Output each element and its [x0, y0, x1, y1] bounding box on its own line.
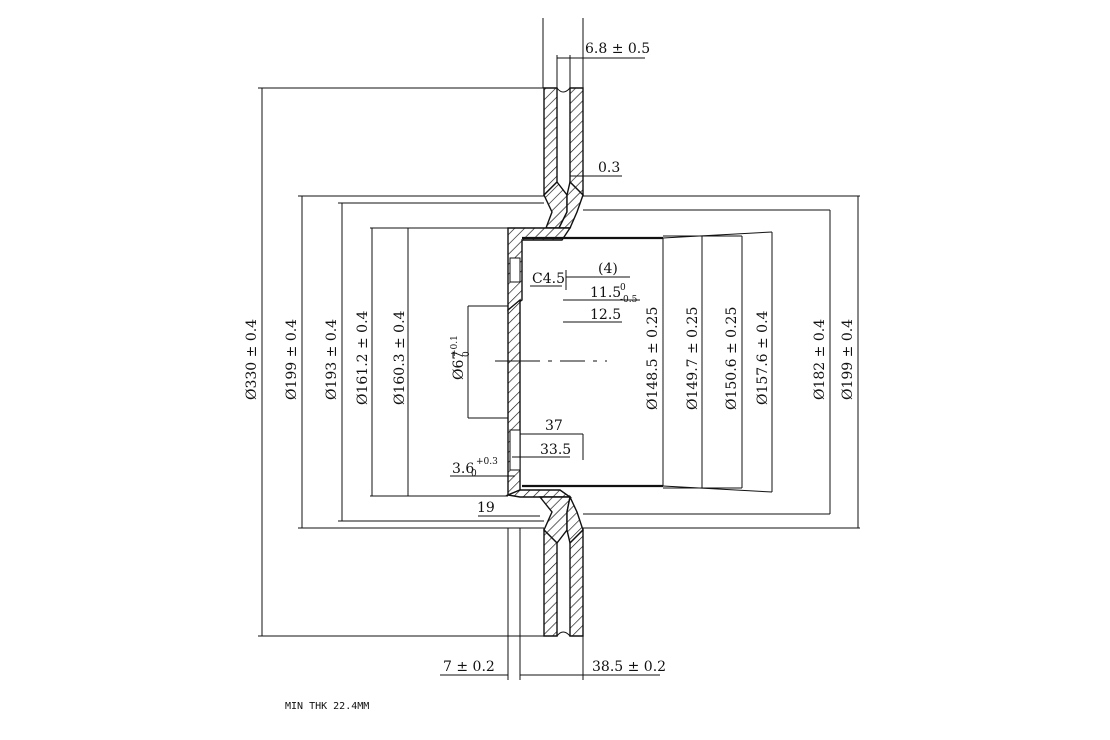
- dim-3-6-tol-upper: +0.3: [476, 457, 498, 467]
- dim-dia-149: Ø149.7 ± 0.25: [685, 307, 701, 410]
- diameter-dimension-lines: [261, 88, 859, 636]
- dim-12-5: 12.5: [590, 307, 621, 323]
- upper-inner-plate: [569, 87, 584, 197]
- dim-19: 19: [477, 500, 495, 516]
- lower-inner-plate: [569, 528, 584, 637]
- dim-11-5-tol-upper: 0: [620, 283, 626, 293]
- dim-dia-67-tol-lower: 0: [462, 351, 472, 357]
- lower-outer-plate: [543, 528, 558, 637]
- dim-dia-148: Ø148.5 ± 0.25: [645, 307, 661, 410]
- dim-38-5: 38.5 ± 0.2: [592, 659, 666, 675]
- dim-11-5-tol-lower: -0.5: [620, 295, 638, 305]
- top-extension-lines: [542, 18, 645, 88]
- dim-dia-67-group: Ø67 +0.1 0: [450, 335, 472, 380]
- dim-dia-outer: Ø330 ± 0.4: [244, 319, 260, 400]
- note-min-thk: MIN THK 22.4MM: [285, 701, 369, 712]
- dim-3-6-group: 3.6 +0.3 0: [452, 457, 498, 479]
- dim-37: 37: [545, 418, 563, 434]
- dim-thickness: 6.8 ± 0.5: [585, 41, 650, 57]
- dim-paren: (4): [598, 261, 618, 277]
- dim-dia-199-right: Ø199 ± 0.4: [840, 319, 856, 400]
- dim-3-6: 3.6: [452, 461, 474, 477]
- dim-11-5-group: 11.5 0 -0.5: [590, 283, 638, 305]
- hat-bottom-flange: [505, 489, 573, 498]
- dim-dia-150: Ø150.6 ± 0.25: [724, 307, 740, 410]
- dim-dia-199-left: Ø199 ± 0.4: [284, 319, 300, 400]
- upper-outer-plate: [543, 87, 558, 197]
- dim-11-5: 11.5: [590, 285, 621, 301]
- dim-7: 7 ± 0.2: [443, 659, 495, 675]
- dim-dia-161: Ø161.2 ± 0.4: [355, 310, 371, 405]
- extension-lines: [258, 87, 860, 637]
- dim-33-5: 33.5: [540, 442, 571, 458]
- upper-neck-inner: [557, 180, 584, 229]
- dim-3-6-tol-lower: 0: [471, 469, 477, 479]
- dim-dia-193: Ø193 ± 0.4: [324, 319, 340, 400]
- dim-offset: 0.3: [598, 160, 620, 176]
- dim-dia-160: Ø160.3 ± 0.4: [392, 310, 408, 405]
- dim-dia-67: Ø67: [451, 351, 467, 380]
- dim-dia-182: Ø182 ± 0.4: [812, 319, 828, 400]
- dim-chamfer: C4.5: [532, 271, 565, 287]
- dim-dia-67-tol-upper: +0.1: [450, 335, 460, 357]
- dim-dia-157: Ø157.6 ± 0.4: [755, 310, 771, 405]
- axial-dimension-lines: [440, 175, 660, 680]
- disc-cross-section: [505, 87, 584, 637]
